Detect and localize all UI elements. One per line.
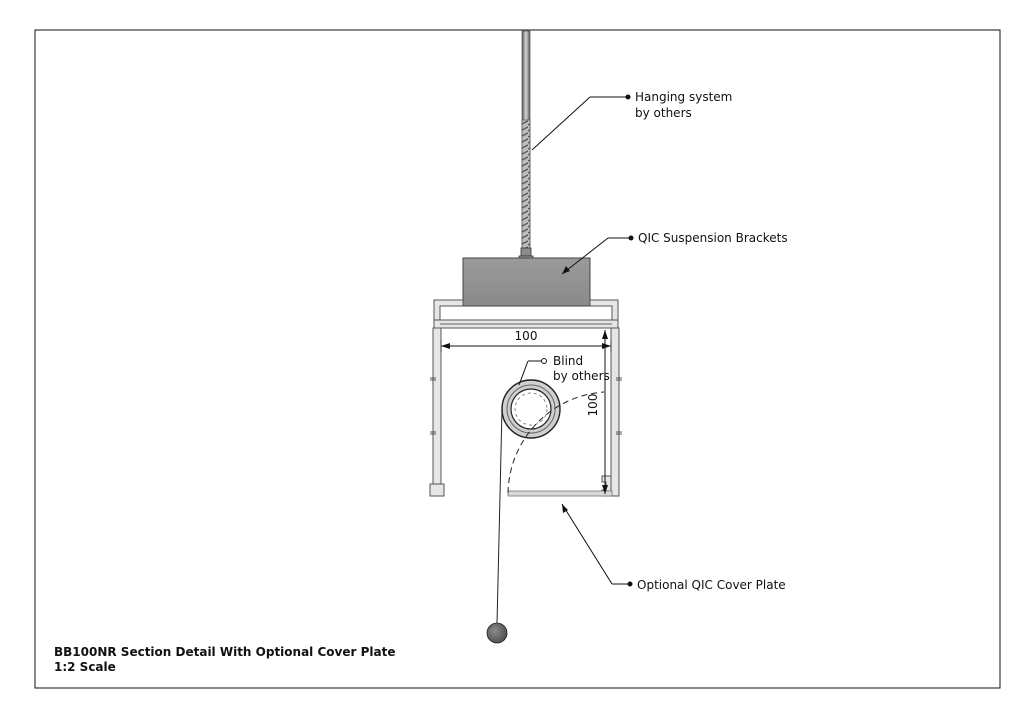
hanging-system-label: Hanging system — [635, 90, 732, 104]
bottom-weight — [486, 622, 508, 644]
width-dimension-text: 100 — [515, 329, 538, 343]
drawing-scale: 1:2 Scale — [54, 660, 116, 674]
sheet-border — [34, 29, 1001, 689]
blind-cord — [496, 408, 503, 625]
blind-label: Blind — [553, 354, 583, 368]
cover-plate — [507, 490, 613, 497]
suspension-brackets-label: QIC Suspension Brackets — [638, 231, 788, 245]
width-dimension — [440, 340, 612, 352]
cover-plate-label: Optional QIC Cover Plate — [637, 578, 786, 592]
cover-plate-leader — [561, 503, 633, 587]
height-dimension — [602, 330, 608, 494]
suspension-brackets-leader — [561, 235, 634, 275]
box-profile — [429, 299, 622, 497]
drawing-title: BB100NR Section Detail With Optional Cov… — [54, 645, 395, 659]
blind-tube — [501, 379, 561, 439]
blind-label-line2: by others — [553, 369, 610, 383]
suspension-bracket — [462, 257, 591, 307]
threaded-rod — [518, 30, 534, 285]
hanging-system-label-line2: by others — [635, 106, 692, 120]
cover-plate-swing-arc — [507, 391, 605, 494]
blind-leader — [518, 358, 547, 386]
height-dimension-text: 100 — [586, 394, 600, 417]
hanging-system-leader — [531, 94, 631, 151]
